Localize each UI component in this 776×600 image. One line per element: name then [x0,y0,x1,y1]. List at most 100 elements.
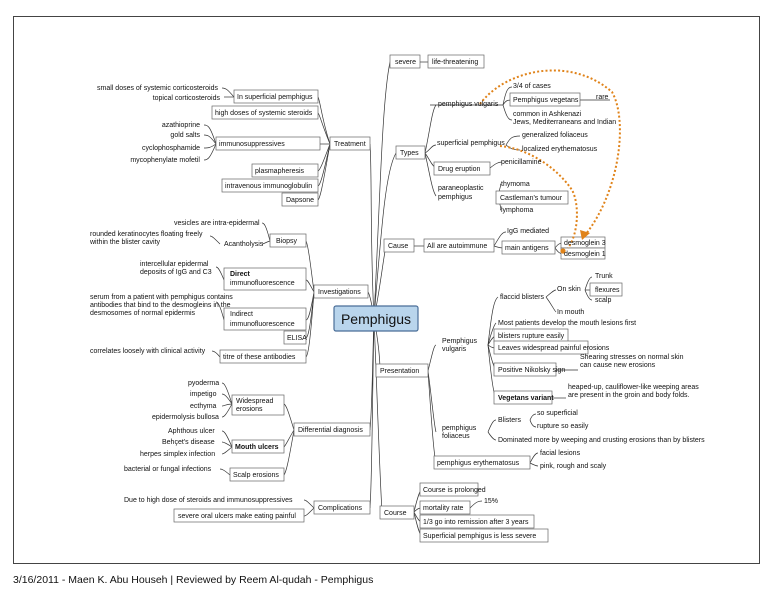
type-paraneoplastic-2: pemphigus [438,194,473,201]
tx-in-superficial: In superficial pemphigus [237,94,313,101]
paraneoplastic-castleman: Castleman's tumour [500,195,563,202]
tx-gold: gold salts [170,132,200,139]
pres-shearing-1: Shearing stresses on normal skin [580,354,684,361]
tx-topical: topical corticosteroids [153,95,221,102]
vegetans-label: Pemphigus vegetans [513,97,579,104]
presentation-label: Presentation [380,368,419,375]
pres-erythematosus: pemphigus erythematosus [437,460,520,467]
inv-indirect-2: immunofluorescence [230,321,295,328]
antigen-arrows [479,69,621,254]
dd-scalp: Scalp erosions [233,472,279,479]
inv-biopsy: Biopsy [276,238,298,245]
dd-eb: epidermolysis bullosa [152,414,219,421]
arrow-end-dot-icon [560,248,566,254]
presentation-box [375,363,429,378]
differential-label: Differential diagnosis [298,427,363,434]
pres-mouth-first: Most patients develop the mouth lesions … [498,320,636,327]
vulgaris-cases: 3/4 of cases [513,83,551,90]
labels: severe Types Cause Presentation Course T… [89,59,705,540]
paraneoplastic-lymphoma: lymphoma [501,207,533,214]
comp-oral: severe oral ulcers make eating painful [178,513,296,520]
type-drug: Drug eruption [438,166,481,173]
pres-foliaceus-1: pemphigus [442,425,477,432]
tx-myco: mycophenylate mofetil [130,157,200,164]
inv-serum-2: antibodies that bind to the desmogleins … [90,302,231,309]
tx-small-doses: small doses of systemic corticosteroids [97,85,218,92]
inv-correlates: correlates loosely with clinical activit… [90,348,206,355]
central-node-label: Pemphigus [341,311,411,327]
type-superficial: superficial pemphigus [437,140,505,147]
pres-foliaceus-2: foliaceus [442,433,470,440]
pres-scalp: scalp [595,297,611,304]
cause-box [383,238,415,253]
pres-vegetans: Vegetans variant [498,395,554,402]
course-superficial: Superficial pemphigus is less severe [423,533,536,540]
inv-rounded-2: within the blister cavity [89,239,161,246]
pres-heaped-2: are present in the groin and body folds. [568,392,689,399]
vegetans-rare: rare [596,94,609,101]
dd-widespread-2: erosions [236,406,263,413]
dd-impetigo: impetigo [190,391,217,398]
cause-igg: IgG mediated [507,228,549,235]
sub-branches [173,54,623,543]
dd-pyoderma: pyoderma [188,380,219,387]
inv-direct-1: Direct [230,271,251,278]
dd-bacterial: bacterial or fungal infections [124,466,212,473]
vulgaris-common-2: Jews, Mediterraneans and Indian [513,119,616,126]
tx-azathioprine: azathioprine [162,122,200,129]
pres-trunk: Trunk [595,273,613,280]
fol-rupture: rupture so easily [537,423,589,430]
cause-dsg3: desmoglein 3 [564,240,606,247]
pres-vulgaris-1: Pemphigus [442,338,478,345]
dd-ecthyma: ecthyma [190,403,217,410]
page-frame [13,16,760,564]
inv-serum-3: desmosomes of normal epidermis [90,310,196,317]
arrow-superficial-to-dsg1 [499,145,578,249]
pres-nikolsky: Positive Nikolsky sign [498,367,565,374]
course-prolonged: Course is prolonged [423,487,486,494]
pres-leaves: Leaves widespread painful erosions [498,345,610,352]
dd-behcet: Behçet's disease [162,439,215,446]
paraneoplastic-thymoma: thymoma [501,181,530,188]
page-footer: 3/16/2011 - Maen K. Abu Househ | Reviewe… [13,574,374,586]
investigations-label: Investigations [318,289,361,296]
dd-aphthous: Aphthous ulcer [168,428,215,435]
pres-flaccid: flaccid blisters [500,294,544,301]
tx-cyclo: cyclophosphamide [142,145,200,152]
pres-in-mouth: In mouth [557,309,584,316]
superficial-localized: localized erythematosus [522,146,598,153]
tx-high-doses: high doses of systemic steroids [215,110,313,117]
tx-ivig: intravenous immunoglobulin [225,183,312,190]
arrow-vulgaris-to-dsg3 [479,69,621,235]
inv-direct-2: immunofluorescence [230,280,295,287]
complications-box [313,500,371,515]
severe-box [389,54,421,69]
treatment-label: Treatment [334,141,366,148]
vulgaris-common-1: common in Ashkenazi [513,111,582,118]
ery-facial: facial lesions [540,450,581,457]
type-paraneoplastic-1: paraneoplastic [438,185,484,192]
investigations-box [313,284,369,299]
central-node-box [333,305,419,332]
inv-intercellular-1: intercellular epidermal [140,261,209,268]
tx-dapsone: Dapsone [286,197,314,204]
fol-superficial: so superficial [537,410,578,417]
inv-titre: titre of these antibodies [223,354,296,361]
dd-mouth: Mouth ulcers [235,444,279,451]
cause-autoimmune: All are autoimmune [427,243,487,250]
inv-vesicles: vesicles are intra-epidermal [174,220,260,227]
inv-intercellular-2: deposits of IgG and C3 [140,269,212,276]
pres-rupture: blisters rupture easily [498,333,565,340]
main-branches [293,54,429,520]
cause-label: Cause [388,243,408,250]
tx-immuno: immunosuppressives [219,141,285,148]
course-percent: 15% [484,498,498,505]
inv-rounded-1: rounded keratinocytes floating freely [90,231,203,238]
differential-box [293,422,371,437]
fol-blisters: Blisters [498,417,521,424]
pres-flexures: flexures [595,287,620,294]
type-vulgaris: pemphigus vulgaris [438,101,499,108]
course-mortality: mortality rate [423,505,464,512]
